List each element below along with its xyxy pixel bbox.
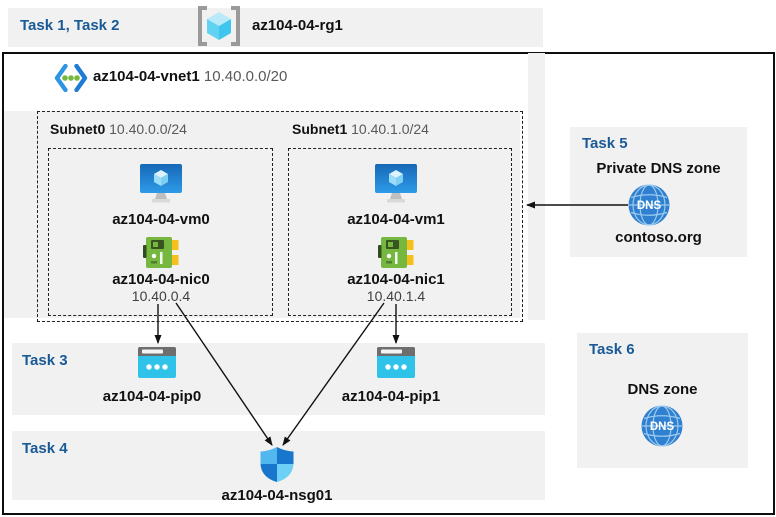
pip0-label: az104-04-pip0: [102, 388, 202, 405]
dns-zone-title: DNS zone: [627, 381, 698, 398]
task6-label: Task 6: [589, 341, 635, 358]
subnet1-name: Subnet1: [292, 121, 348, 137]
nic0-ip: 10.40.0.4: [131, 288, 191, 304]
nic1-icon: [378, 236, 414, 269]
nic1-ip: 10.40.1.4: [366, 288, 426, 304]
subnets-background-panel: [4, 111, 520, 318]
resource-group-band: Task 1, Task 2: [8, 8, 543, 47]
public-ip-icon: [377, 347, 415, 378]
network-interface-icon: [378, 237, 414, 268]
nic0-label: az104-04-nic0: [112, 271, 210, 288]
vnet-title: az104-04-vnet1 10.40.0.0/20: [93, 68, 287, 85]
vnet-name: az104-04-vnet1: [93, 68, 200, 85]
resource-group-name: az104-04-rg1: [252, 17, 343, 34]
tasks-1-2-label: Task 1, Task 2: [20, 17, 120, 34]
shield-icon: [260, 447, 294, 482]
virtual-network-chevrons-icon: [54, 64, 88, 92]
subnet0-name: Subnet0: [50, 121, 106, 137]
vm1-icon: [374, 163, 418, 204]
nsg-label: az104-04-nsg01: [221, 487, 333, 504]
nic1-label: az104-04-nic1: [347, 271, 445, 288]
dns-zone-icon: DNS: [641, 405, 683, 447]
dns-globe-icon: DNS: [628, 184, 670, 226]
resource-group-icon: [194, 4, 244, 48]
pip1-icon: [377, 347, 415, 378]
pip0-icon: [138, 347, 176, 378]
task5-box: Task 5 Private DNS zone DNS contoso.org: [570, 127, 747, 257]
resource-group-brackets-cube-icon: [198, 6, 240, 46]
task3-band: Task 3: [12, 343, 545, 415]
svg-text:DNS: DNS: [637, 200, 662, 212]
subnet1-vm-dashed-box: [288, 148, 512, 316]
vm0-icon: [139, 163, 183, 204]
svg-text:DNS: DNS: [650, 421, 675, 433]
nic0-icon: [143, 236, 179, 269]
subnet1-title: Subnet1 10.40.1.0/24: [292, 121, 429, 137]
subnets-dashed-boundary: [37, 111, 523, 322]
task5-label: Task 5: [582, 135, 628, 152]
subnet0-vm-dashed-box: [48, 148, 273, 316]
task4-label: Task 4: [22, 440, 68, 457]
private-dns-zone-name: contoso.org: [615, 229, 702, 246]
private-dns-zone-icon: DNS: [628, 184, 670, 226]
vm0-label: az104-04-vm0: [112, 211, 210, 228]
vnet-right-gray-strip: [528, 53, 545, 320]
subnet0-title: Subnet0 10.40.0.0/24: [50, 121, 187, 137]
virtual-machine-monitor-icon: [140, 164, 182, 203]
task6-box: Task 6 DNS zone DNS: [577, 333, 748, 468]
dns-globe-icon: DNS: [641, 405, 683, 447]
vnet-cidr: 10.40.0.0/20: [203, 68, 288, 85]
virtual-machine-monitor-icon: [375, 164, 417, 203]
network-interface-icon: [143, 237, 179, 268]
private-dns-zone-title: Private DNS zone: [596, 160, 721, 177]
public-ip-icon: [138, 347, 176, 378]
subnet0-cidr: 10.40.0.0/24: [109, 121, 187, 137]
subnet1-cidr: 10.40.1.0/24: [351, 121, 429, 137]
nsg-shield-icon: [258, 446, 296, 483]
vnet-icon: [54, 64, 88, 92]
task3-label: Task 3: [22, 352, 68, 369]
vm1-label: az104-04-vm1: [347, 211, 445, 228]
pip1-label: az104-04-pip1: [341, 388, 441, 405]
